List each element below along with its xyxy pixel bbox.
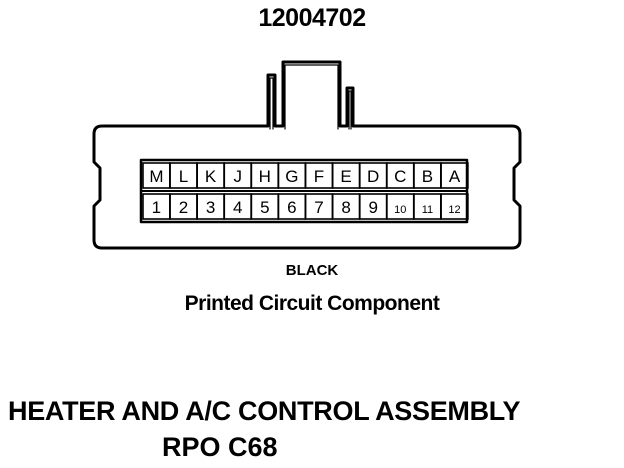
pin-label: 6 bbox=[287, 198, 296, 217]
pin-label: 11 bbox=[422, 204, 433, 216]
pin-label: H bbox=[259, 167, 271, 186]
pin-label: M bbox=[149, 167, 163, 186]
pin-label: A bbox=[449, 167, 461, 186]
connector-housing-outer bbox=[92, 60, 522, 250]
pin-label: 4 bbox=[233, 198, 242, 217]
connector-housing-inner bbox=[269, 64, 352, 130]
pin-label: E bbox=[340, 167, 351, 186]
connector-color-label: BLACK bbox=[285, 262, 339, 279]
pin-label: C bbox=[394, 167, 406, 186]
pin-label: 2 bbox=[179, 198, 188, 217]
pin-label: D bbox=[367, 167, 379, 186]
pin-label: 1 bbox=[152, 198, 161, 217]
pin-label: 8 bbox=[341, 198, 350, 217]
pin-label: K bbox=[205, 167, 217, 186]
assembly-name: HEATER AND A/C CONTROL ASSEMBLY bbox=[8, 396, 521, 426]
pin-label: B bbox=[422, 167, 433, 186]
pin-label: 3 bbox=[206, 198, 215, 217]
pin-cavity bbox=[440, 162, 469, 189]
pin-label: J bbox=[233, 167, 242, 186]
pin-label: 9 bbox=[368, 198, 377, 217]
rpo-code: RPO C68 bbox=[162, 432, 278, 462]
pin-label: F bbox=[314, 167, 324, 186]
pin-label: L bbox=[179, 167, 188, 186]
pin-label: 7 bbox=[314, 198, 323, 217]
pin-cavity bbox=[440, 193, 469, 220]
pin-label: 12 bbox=[448, 204, 460, 216]
pin-label: 5 bbox=[260, 198, 269, 217]
connector-type-label: Printed Circuit Component bbox=[184, 292, 440, 315]
part-number: 12004702 bbox=[258, 4, 366, 32]
pin-label: G bbox=[285, 167, 298, 186]
pin-label: 10 bbox=[394, 204, 406, 216]
